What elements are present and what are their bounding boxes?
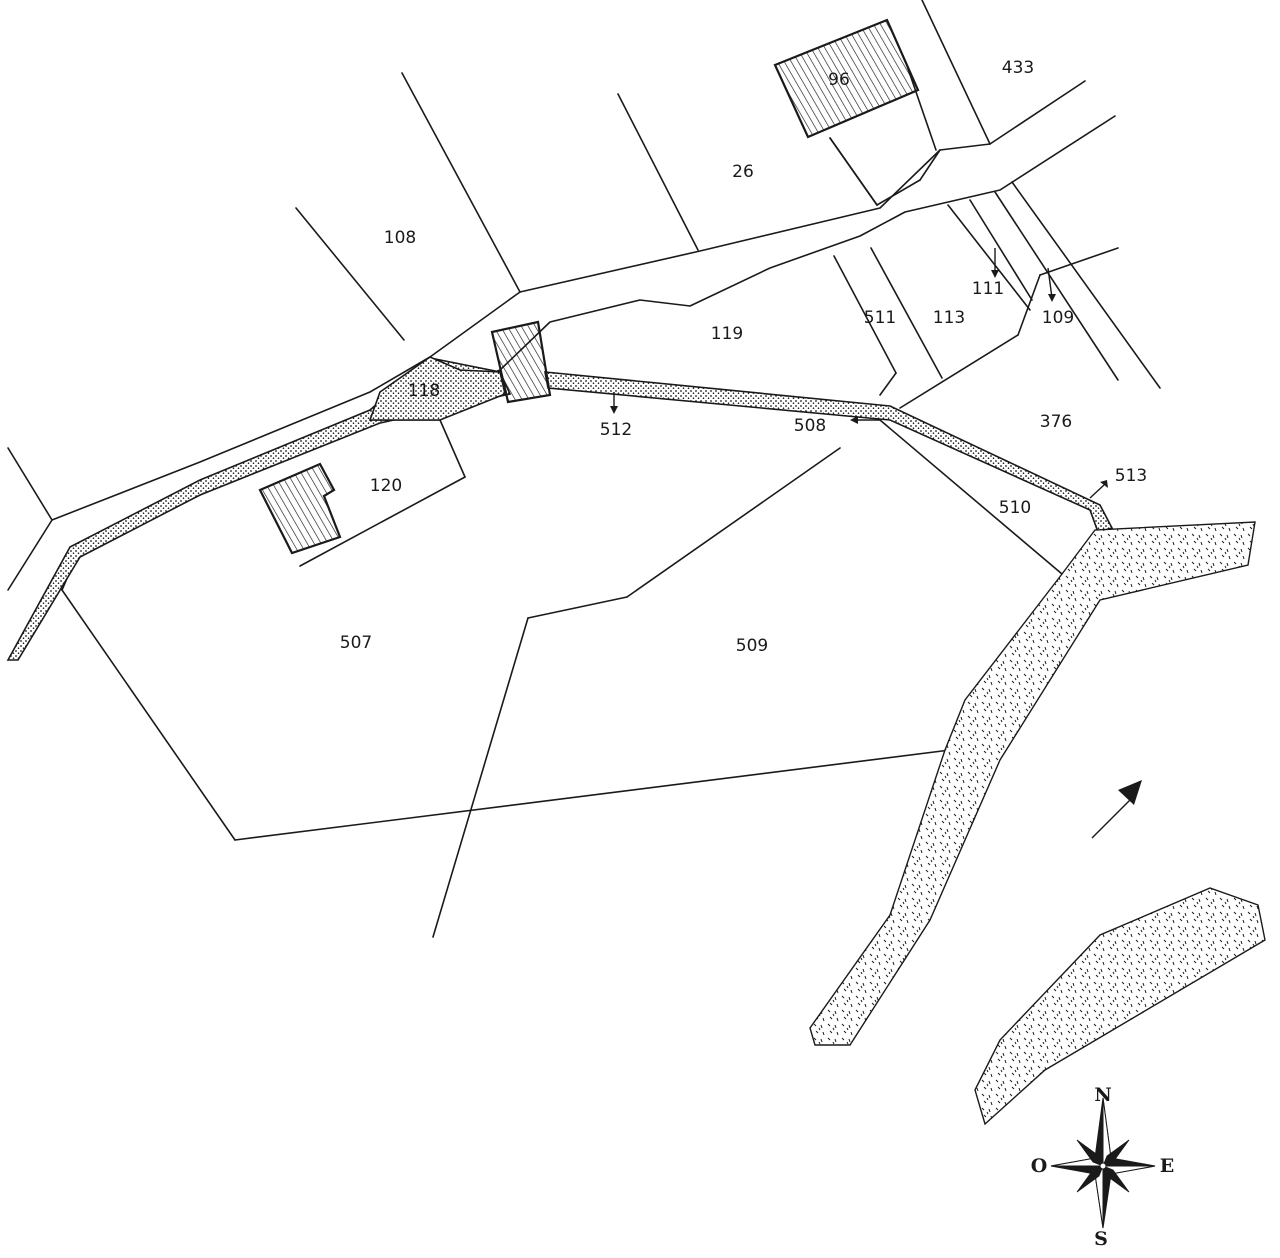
parcel-label-509: 509 (736, 636, 768, 656)
flow-arrow-icon (1048, 294, 1056, 302)
compass-west: O (1031, 1155, 1048, 1177)
river (809, 521, 1266, 1126)
parcel-labels: 433 96 26 108 111 109 119 511 113 118 51… (340, 58, 1147, 656)
main-road (51, 80, 1116, 591)
compass-rose-icon: N E S O (1031, 1084, 1175, 1250)
parcel-label-96: 96 (828, 70, 850, 90)
footpath-strip (6, 357, 1114, 661)
parcel-label-512: 512 (600, 420, 632, 440)
parcel-label-507: 507 (340, 633, 372, 653)
parcel-label-119: 119 (711, 324, 743, 344)
small-arrows (610, 248, 1142, 839)
flow-arrow-icon (991, 270, 999, 278)
parcel-label-113: 113 (933, 308, 965, 328)
compass-south: S (1094, 1228, 1108, 1250)
building-118 (490, 320, 552, 404)
building-120 (258, 462, 342, 555)
parcel-label-118: 118 (408, 381, 440, 401)
parcel-label-433: 433 (1002, 58, 1034, 78)
parcel-label-26: 26 (732, 162, 754, 182)
parcel-label-511: 511 (864, 308, 896, 328)
parcel-118-shape (368, 356, 506, 421)
parcel-label-108: 108 (384, 228, 416, 248)
parcel-label-376: 376 (1040, 412, 1072, 432)
flow-arrow-icon (610, 406, 618, 414)
parcel-label-513: 513 (1115, 466, 1147, 486)
parcel-boundaries (7, 0, 1161, 938)
parcel-label-508: 508 (794, 416, 826, 436)
parcel-label-109: 109 (1042, 308, 1074, 328)
flow-arrow-icon (850, 416, 858, 424)
flow-arrow-icon (1100, 480, 1108, 488)
building-96 (773, 18, 920, 139)
compass-east: E (1160, 1155, 1174, 1177)
buildings (258, 18, 920, 555)
parcel-label-120: 120 (370, 476, 402, 496)
parcel-label-111: 111 (972, 279, 1004, 299)
compass-north: N (1094, 1084, 1111, 1106)
parcel-label-510: 510 (999, 498, 1031, 518)
flow-arrow-icon (1118, 780, 1142, 805)
